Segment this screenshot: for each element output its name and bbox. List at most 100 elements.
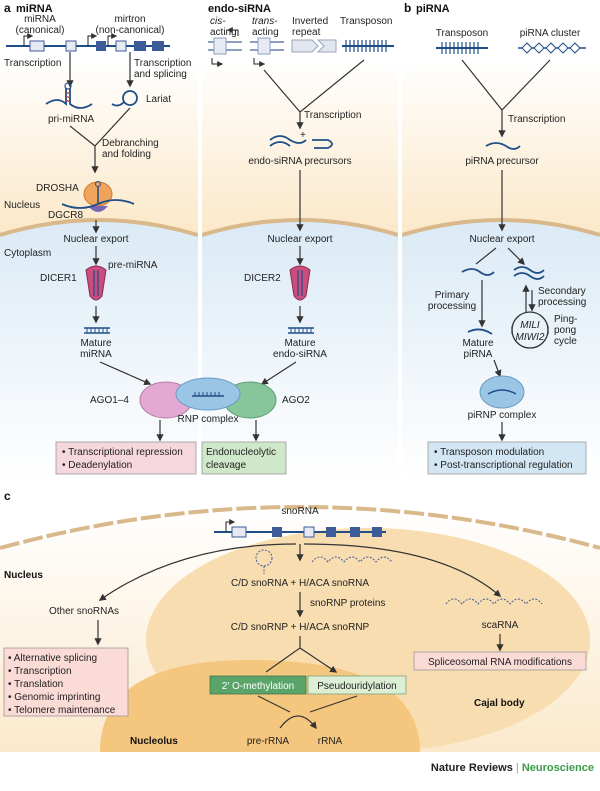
pirnp-complex (479, 375, 525, 409)
panel-c-background (0, 505, 600, 752)
mature-mirna-duplex (84, 327, 110, 334)
arrow (257, 695, 358, 713)
primary-processing-sublabel: processing (428, 301, 476, 312)
mature-endo-sublabel: endo-siRNA (273, 349, 327, 360)
panel-a-title: miRNA (16, 3, 53, 15)
pi-processing-rnas (461, 266, 545, 280)
cd-haca-snorna-label: C/D snoRNA + H/ACA snoRNA (231, 578, 369, 589)
outcome-text: cleavage (206, 460, 246, 471)
panel-b-title: piRNA (416, 3, 450, 15)
endo-precursor-shapes (269, 135, 333, 149)
outcome-text: • Transcription (8, 666, 72, 677)
pirna-outcome-box: • Transposon modulation • Post-transcrip… (427, 441, 587, 475)
primary-processing-label: Primary (435, 290, 469, 301)
arrow (279, 715, 317, 730)
mature-pirna-sublabel: piRNA (464, 349, 493, 360)
outcome-text: 2′ O-methylation (222, 681, 294, 692)
mature-endo-sirna-duplex (288, 327, 314, 334)
dgcr8-label: DGCR8 (48, 210, 83, 221)
mature-mirna-label: Mature (80, 338, 112, 349)
panel-b-letter: b (404, 1, 411, 15)
arrow (263, 59, 365, 128)
outcome-text: Pseudouridylation (317, 681, 397, 692)
mature-pirna-shape (467, 328, 493, 335)
plus-sign: + (300, 130, 306, 141)
other-snornas-label: Other snoRNAs (49, 606, 119, 617)
c-nucleus-label: Nucleus (4, 570, 43, 581)
drosha-dgcr8-complex (61, 181, 135, 212)
panel-endo-title: endo-siRNA (208, 3, 271, 15)
arrow (99, 361, 152, 385)
snorna-label: snoRNA (281, 506, 319, 517)
mili-label: MILI (520, 320, 540, 331)
nuclear-export-label: Nuclear export (63, 234, 128, 245)
journal-credit: Nature Reviews | Neuroscience (431, 762, 594, 774)
pi-transposon-label: Transposon (436, 28, 488, 39)
lariat-label: Lariat (146, 94, 171, 105)
other-snornas-box: • Alternative splicing • Transcription •… (3, 647, 129, 717)
pri-mirna-hairpin (45, 82, 93, 109)
mirtron-sublabel: (non-canonical) (96, 25, 165, 36)
ping-pong-sublabel: pong (554, 325, 576, 336)
outcome-text: • Deadenylation (62, 460, 132, 471)
journal-name: Nature Reviews (430, 762, 513, 774)
transcription-splicing-label: Transcription (134, 58, 191, 69)
outcome-text: • Translation (8, 679, 63, 690)
rnp-complex-label: RNP complex (178, 414, 239, 425)
mirna-gene-locus (6, 33, 170, 52)
pseudouridylation-box: Pseudouridylation (307, 675, 407, 695)
arrow (260, 361, 297, 385)
panel-b-background (401, 60, 600, 480)
transcription-splicing-sublabel: and splicing (134, 69, 187, 80)
miwi2-label: MIWI2 (516, 332, 545, 343)
outcome-text: • Transposon modulation (434, 447, 544, 458)
journal-section: Neuroscience (521, 762, 594, 774)
cytoplasm-label: Cytoplasm (4, 248, 51, 259)
outcome-text: • Post-transcriptional regulation (434, 460, 573, 471)
rrna-label: rRNA (318, 736, 343, 747)
dicer2-label: DICER2 (244, 273, 281, 284)
cis-label: cis- (210, 16, 226, 27)
arrow (461, 59, 551, 136)
arrow (69, 107, 131, 172)
arrow (303, 543, 502, 597)
ago2-label: AGO2 (282, 395, 310, 406)
mature-endo-label: Mature (284, 338, 316, 349)
outcome-text: • Alternative splicing (8, 653, 97, 664)
pi-transcription-label: Transcription (508, 114, 565, 125)
endo-outcome-box: Endonucleolytic cleavage (201, 441, 287, 475)
arrow (98, 543, 297, 601)
lariat-shape (111, 90, 138, 107)
mirtron-label: mirtron (114, 14, 145, 25)
ping-pong-cycle (511, 284, 549, 349)
mirna-outcome-box: • Transcriptional repression • Deadenyla… (55, 441, 197, 475)
panel-a-background (0, 0, 199, 480)
ping-pong-sublabel: cycle (554, 336, 577, 347)
panel-c-letter: c (4, 489, 11, 503)
cajal-body-label: Cajal body (474, 698, 525, 709)
ping-pong-label: Ping- (554, 314, 577, 325)
cis-sublabel: acting (210, 27, 237, 38)
nucleus-label: Nucleus (4, 200, 40, 211)
pirna-precursor-label: piRNA precursor (465, 156, 539, 167)
cd-haca-snornp-label: C/D snoRNP + H/ACA snoRNP (231, 622, 370, 633)
mirna-canonical-sublabel: (canonical) (16, 25, 65, 36)
ago1-4-label: AGO1–4 (90, 395, 129, 406)
pirnp-complex-label: piRNP complex (468, 410, 537, 421)
secondary-processing-sublabel: processing (538, 297, 586, 308)
mature-pirna-label: Mature (462, 338, 494, 349)
snorna-structures (255, 549, 543, 605)
dicer2-enzyme (289, 265, 311, 301)
pre-mirna-label: pre-miRNA (108, 260, 158, 271)
outcome-text: • Telomere maintenance (8, 705, 116, 716)
pirna-precursor-shape (485, 142, 521, 150)
endo-transcription-label: Transcription (304, 110, 361, 121)
endo-source-loci (208, 27, 394, 67)
snornp-proteins-label: snoRNP proteins (310, 598, 385, 609)
drosha-label: DROSHA (36, 183, 79, 194)
pirna-source-loci (436, 42, 586, 54)
endo-nuclear-export-label: Nuclear export (267, 234, 332, 245)
inverted-repeat-sublabel: repeat (292, 27, 321, 38)
transcription-label: Transcription (4, 58, 61, 69)
